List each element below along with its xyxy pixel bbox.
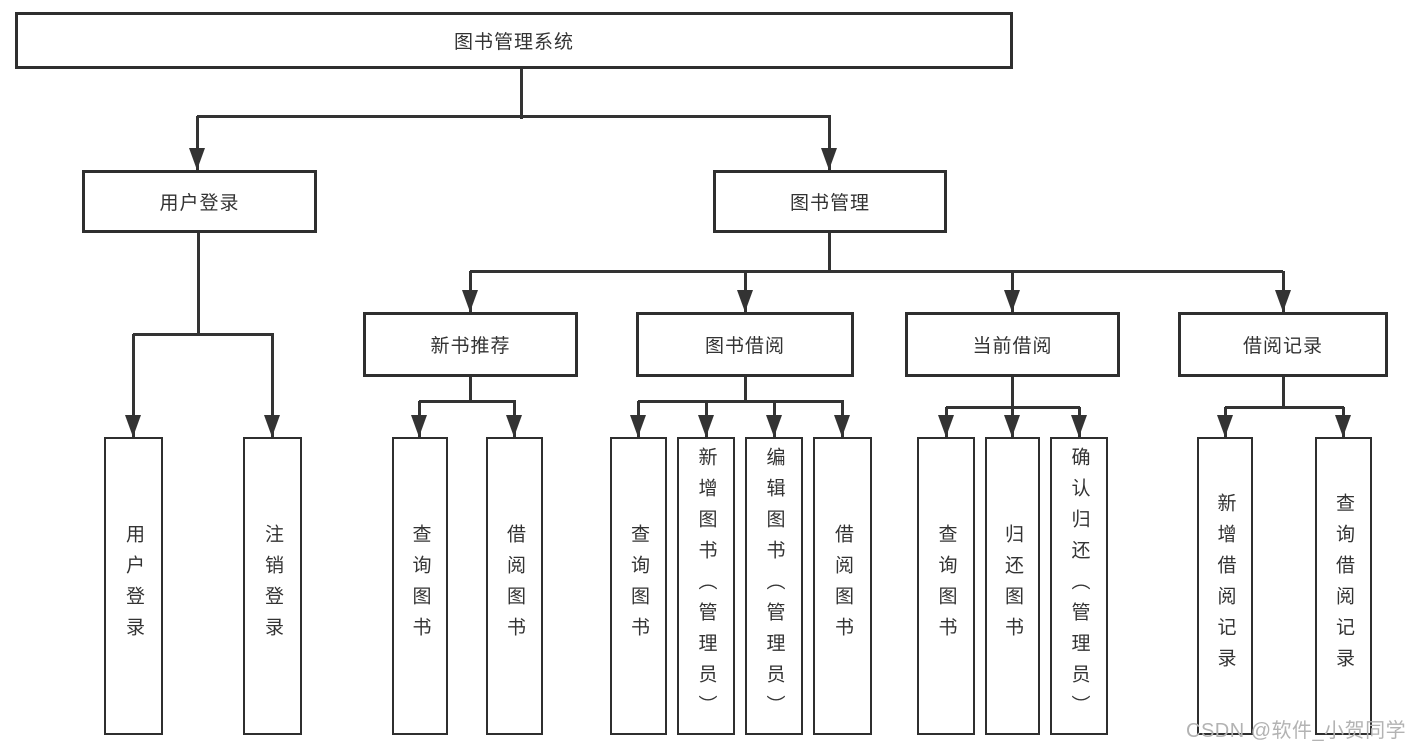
node-new-book-recommend: 新书推荐: [363, 312, 578, 377]
arrow-down-icon: [1004, 290, 1020, 312]
node-leaf-edit-book: 编辑图书（管理员）: [745, 437, 803, 735]
node-label-leaf-logout: 注销登录: [262, 524, 283, 648]
node-leaf-user-login: 用户登录: [104, 437, 163, 735]
arrow-down-icon: [1217, 415, 1233, 437]
node-leaf-confirm-return: 确认归还（管理员）: [1050, 437, 1108, 735]
node-current-borrow: 当前借阅: [905, 312, 1120, 377]
node-leaf-query-book-2: 查询图书: [610, 437, 667, 735]
node-label-leaf-query-book-3: 查询图书: [935, 524, 957, 648]
connector-line: [197, 115, 831, 118]
arrow-down-icon: [1004, 415, 1020, 437]
arrow-down-icon: [189, 148, 205, 170]
node-label-borrow-records: 借阅记录: [1242, 336, 1323, 357]
node-label-book-management: 图书管理: [789, 193, 870, 214]
node-label-book-borrow: 图书借阅: [704, 336, 785, 357]
connector-line: [828, 116, 831, 170]
arrow-down-icon: [1335, 415, 1351, 437]
arrow-down-icon: [698, 415, 714, 437]
connector-line: [196, 116, 199, 170]
node-label-leaf-add-book: 新增图书（管理员）: [695, 446, 717, 726]
node-leaf-borrow-book-2: 借阅图书: [813, 437, 872, 735]
connector-line: [1282, 377, 1285, 409]
arrow-down-icon: [1275, 290, 1291, 312]
arrow-down-icon: [506, 415, 522, 437]
connector-line: [1011, 377, 1014, 409]
arrow-down-icon: [125, 415, 141, 437]
arrow-down-icon: [834, 415, 850, 437]
connector-line: [828, 233, 831, 273]
arrow-down-icon: [737, 290, 753, 312]
node-leaf-add-borrow-record: 新增借阅记录: [1197, 437, 1253, 735]
node-label-leaf-query-borrow-record: 查询借阅记录: [1333, 493, 1354, 679]
arrow-down-icon: [630, 415, 646, 437]
node-label-leaf-return-book: 归还图书: [1002, 524, 1023, 648]
node-leaf-return-book: 归还图书: [985, 437, 1040, 735]
node-leaf-query-book-1: 查询图书: [392, 437, 448, 735]
node-label-leaf-borrow-book-1: 借阅图书: [504, 524, 525, 648]
watermark: CSDN @软件_小贺同学: [1186, 720, 1405, 742]
node-label-root: 图书管理系统: [453, 32, 574, 53]
node-label-leaf-add-borrow-record: 新增借阅记录: [1214, 493, 1236, 679]
arrow-down-icon: [938, 415, 954, 437]
connector-line: [638, 400, 844, 403]
connector-line: [744, 377, 747, 403]
connector-line: [1225, 406, 1344, 409]
node-leaf-query-borrow-record: 查询借阅记录: [1315, 437, 1372, 735]
connector-line: [271, 334, 274, 437]
node-book-management: 图书管理: [713, 170, 947, 233]
connector-line: [133, 333, 274, 336]
node-label-leaf-user-login: 用户登录: [123, 524, 144, 648]
node-label-user-login-group: 用户登录: [159, 193, 240, 214]
arrow-down-icon: [821, 148, 837, 170]
connector-line: [132, 334, 135, 437]
node-label-leaf-query-book-2: 查询图书: [628, 524, 649, 648]
node-label-current-borrow: 当前借阅: [972, 336, 1053, 357]
node-label-leaf-query-book-1: 查询图书: [409, 524, 431, 648]
arrow-down-icon: [766, 415, 782, 437]
arrow-down-icon: [462, 290, 478, 312]
node-leaf-borrow-book-1: 借阅图书: [486, 437, 543, 735]
node-user-login-group: 用户登录: [82, 170, 317, 233]
node-label-leaf-confirm-return: 确认归还（管理员）: [1068, 446, 1090, 726]
node-label-new-book-recommend: 新书推荐: [430, 336, 511, 357]
node-borrow-records: 借阅记录: [1178, 312, 1388, 377]
connector-line: [470, 270, 1283, 273]
node-leaf-logout: 注销登录: [243, 437, 302, 735]
node-leaf-query-book-3: 查询图书: [917, 437, 975, 735]
connector-line: [197, 233, 200, 336]
connector-line: [469, 377, 472, 403]
node-label-leaf-edit-book: 编辑图书（管理员）: [763, 446, 785, 726]
node-leaf-add-book: 新增图书（管理员）: [677, 437, 735, 735]
arrow-down-icon: [1071, 415, 1087, 437]
node-book-borrow: 图书借阅: [636, 312, 854, 377]
connector-line: [419, 400, 516, 403]
arrow-down-icon: [264, 415, 280, 437]
arrow-down-icon: [411, 415, 427, 437]
node-label-leaf-borrow-book-2: 借阅图书: [832, 524, 853, 648]
connector-line: [520, 69, 523, 119]
node-root: 图书管理系统: [15, 12, 1013, 69]
